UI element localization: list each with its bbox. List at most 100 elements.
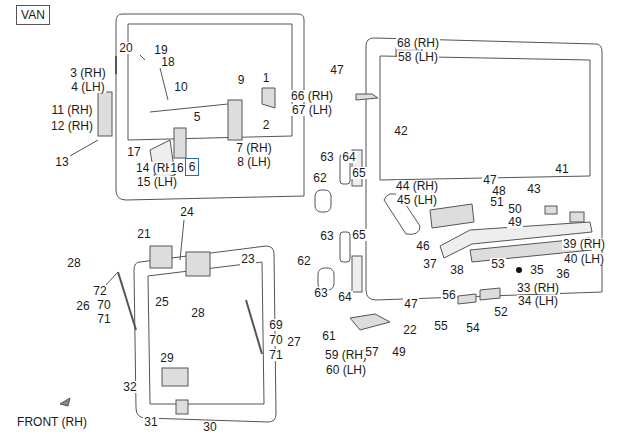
callout-text: 20 [118, 42, 133, 54]
callout-number: 44 (RH) [395, 180, 439, 192]
callout-number: 13 [54, 156, 69, 168]
callout-number: 22 [402, 324, 417, 336]
callout-text: 22 [402, 324, 417, 336]
callout-text: 13 [54, 156, 69, 168]
callout-number: 28 [66, 257, 81, 269]
callout-text: 33 (RH) [516, 282, 560, 294]
callout-text: 4 (LH) [70, 81, 105, 93]
callout-number: 35 [529, 264, 544, 276]
callout-number: 46 [415, 240, 430, 252]
callout-text: 26 [75, 300, 90, 312]
callout-text: 43 [526, 183, 541, 195]
callout-number: 56 [441, 289, 456, 301]
callout-text: 30 [202, 421, 217, 433]
callout-number: 62 [296, 255, 311, 267]
callout-number: 36 [555, 268, 570, 280]
callout-text: 52 [493, 306, 508, 318]
callout-text: 70 [268, 334, 283, 346]
callout-number: 23 [240, 253, 255, 265]
callout-number: 2 [262, 119, 271, 131]
callout-number: 49 [507, 216, 522, 228]
callout-text: 69 [268, 319, 283, 331]
callout-number: 10 [173, 81, 188, 93]
callout-number: 38 [449, 264, 464, 276]
callout-text: 50 [507, 203, 522, 215]
callout-text: 11 (RH) [50, 104, 93, 116]
callout-text: 1 [262, 72, 271, 84]
callout-number: 60 (LH) [325, 364, 367, 376]
callout-text: 29 [159, 352, 174, 364]
callout-text: 49 [391, 346, 406, 358]
callout-text: 61 [321, 330, 336, 342]
callout-number: 54 [465, 322, 480, 334]
callout-number: 17 [126, 146, 141, 158]
callout-text: 41 [554, 163, 569, 175]
callout-text: 66 (RH) [290, 90, 334, 102]
callout-number: 59 (RH) [324, 349, 368, 361]
callout-number: 47 [329, 64, 344, 76]
callout-text: 65 [351, 229, 366, 241]
callout-number: 43 [526, 183, 541, 195]
callout-number: 41 [554, 163, 569, 175]
callout-number: 32 [122, 381, 137, 393]
callout-number: 62 [312, 172, 327, 184]
callout-text: 42 [393, 125, 408, 137]
callout-text: 38 [449, 264, 464, 276]
callout-number: 52 [493, 306, 508, 318]
callout-text: 8 (LH) [236, 156, 271, 168]
callout-text: 40 (LH) [563, 253, 605, 265]
callout-text: 64 [337, 291, 352, 303]
callout-text: 49 [507, 216, 522, 228]
callout-number: 24 [179, 206, 194, 218]
callout-text: 16 [169, 162, 184, 174]
callout-number: 51 [489, 196, 504, 208]
callout-number: 26 [75, 300, 90, 312]
callout-text: 45 (LH) [396, 194, 438, 206]
callout-text: 10 [173, 81, 188, 93]
section-box: VAN [16, 5, 50, 25]
callout-number: 67 (LH) [291, 104, 333, 116]
callout-text: 62 [296, 255, 311, 267]
callout-number: 49 [391, 346, 406, 358]
callout-text: 57 [364, 346, 379, 358]
callout-number: 65 [351, 229, 366, 241]
callout-text: 63 [319, 230, 334, 242]
callout-number: 29 [159, 352, 174, 364]
callout-number: 15 (LH) [136, 176, 178, 188]
callout-number: 63 [319, 230, 334, 242]
callout-text: 65 [351, 167, 366, 179]
callout-text: 72 [92, 285, 107, 297]
callout-text: 62 [312, 172, 327, 184]
callout-number: 68 (RH) [396, 37, 440, 49]
callout-text: 67 (LH) [291, 104, 333, 116]
callout-number: 69 [268, 319, 283, 331]
callout-number: 30 [202, 421, 217, 433]
callout-number: 58 (LH) [397, 51, 439, 63]
callout-text: 71 [268, 349, 283, 361]
callout-number: 4 (LH) [70, 81, 105, 93]
callout-text: 36 [555, 268, 570, 280]
callout-number: 1 [262, 72, 271, 84]
callout-text: 27 [286, 336, 301, 348]
callout-text: 44 (RH) [395, 180, 439, 192]
callout-text: 47 [403, 298, 418, 310]
callout-text: 55 [433, 320, 448, 332]
callout-number: 16 [169, 162, 184, 174]
callout-number: FRONT (RH) [16, 416, 88, 428]
callout-number: 50 [507, 203, 522, 215]
callout-number: 12 (RH) [50, 120, 94, 132]
node-text: VAN [21, 9, 45, 21]
callout-text: 63 [319, 151, 334, 163]
callout-text: 19 [153, 44, 168, 56]
callout-number: 47 [403, 298, 418, 310]
callout-number: 20 [118, 42, 133, 54]
callout-text: 51 [489, 196, 504, 208]
callout-number: 71 [268, 349, 283, 361]
callout-text: 24 [179, 206, 194, 218]
callout-number: 19 [153, 44, 168, 56]
callout-number: 27 [286, 336, 301, 348]
callout-text: 12 (RH) [50, 120, 94, 132]
callout-number: 61 [321, 330, 336, 342]
callout-number: 64 [337, 291, 352, 303]
callout-text: 18 [160, 56, 175, 68]
